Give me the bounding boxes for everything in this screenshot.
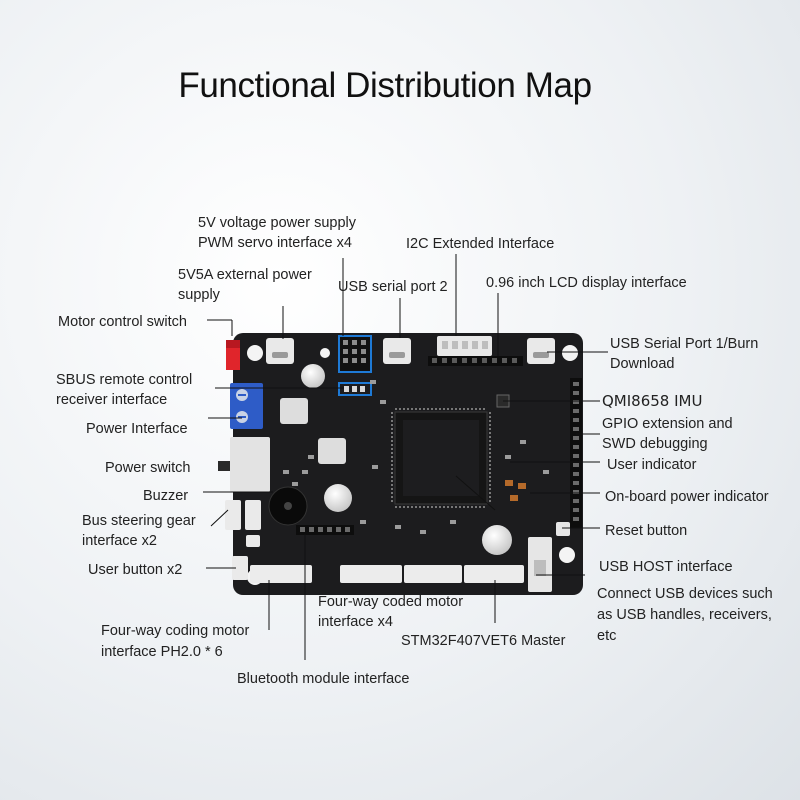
- inductor: [318, 438, 346, 464]
- buzzer: [268, 486, 308, 526]
- label-ext-power: 5V5A external power supply: [178, 267, 312, 303]
- stm32-chip: [391, 408, 491, 508]
- i2c-connector: [437, 336, 492, 356]
- label-usb-devices: Connect USB devices such as USB handles,…: [597, 586, 773, 644]
- capacitor: [301, 364, 325, 388]
- label-coded-motor: Four-way coded motor interface x4: [318, 594, 464, 630]
- motor-connectors: [250, 565, 524, 583]
- pwm-servo-header: [338, 335, 372, 396]
- label-usb-host: USB HOST interface: [599, 559, 733, 575]
- capacitor: [482, 525, 512, 555]
- bus-servo-connectors: [225, 500, 261, 547]
- label-power-switch: Power switch: [105, 460, 191, 476]
- bluetooth-header: [296, 525, 354, 535]
- usb-connectors-top: [266, 338, 555, 364]
- label-onboard-power: On-board power indicator: [605, 489, 769, 505]
- label-imu: QMI8658 IMU: [602, 392, 703, 410]
- label-reset: Reset button: [605, 523, 688, 539]
- user-button: [232, 556, 248, 580]
- label-usb-serial-1: USB Serial Port 1/Burn Download: [610, 336, 759, 372]
- page-title: Functional Distribution Map: [178, 66, 592, 105]
- label-sbus: SBUS remote control receiver interface: [56, 372, 193, 408]
- label-motor-switch: Motor control switch: [58, 314, 187, 330]
- label-user-button: User button x2: [88, 562, 183, 578]
- reset-button: [556, 522, 570, 536]
- label-user-indicator: User indicator: [607, 457, 697, 473]
- label-servo-supply: 5V voltage power supply PWM servo interf…: [198, 215, 356, 251]
- label-stm32: STM32F407VET6 Master: [401, 633, 566, 649]
- power-switch: [218, 437, 270, 492]
- label-bluetooth: Bluetooth module interface: [237, 671, 410, 687]
- power-terminal: [230, 383, 263, 429]
- label-i2c: I2C Extended Interface: [406, 236, 555, 252]
- leader-lines: [203, 254, 608, 660]
- label-usb-serial-2: USB serial port 2: [338, 279, 448, 295]
- capacitor: [324, 484, 352, 512]
- lcd-header: [428, 356, 523, 366]
- gpio-header: [570, 378, 582, 528]
- label-power-interface: Power Interface: [86, 421, 188, 437]
- inductor: [280, 398, 308, 424]
- label-coding-motor-ph: Four-way coding motor interface PH2.0 * …: [101, 623, 250, 660]
- label-buzzer: Buzzer: [143, 488, 189, 504]
- label-gpio-swd: GPIO extension and SWD debugging: [602, 416, 733, 452]
- label-bus-servo: Bus steering gear interface x2: [82, 513, 196, 549]
- label-lcd: 0.96 inch LCD display interface: [486, 275, 687, 291]
